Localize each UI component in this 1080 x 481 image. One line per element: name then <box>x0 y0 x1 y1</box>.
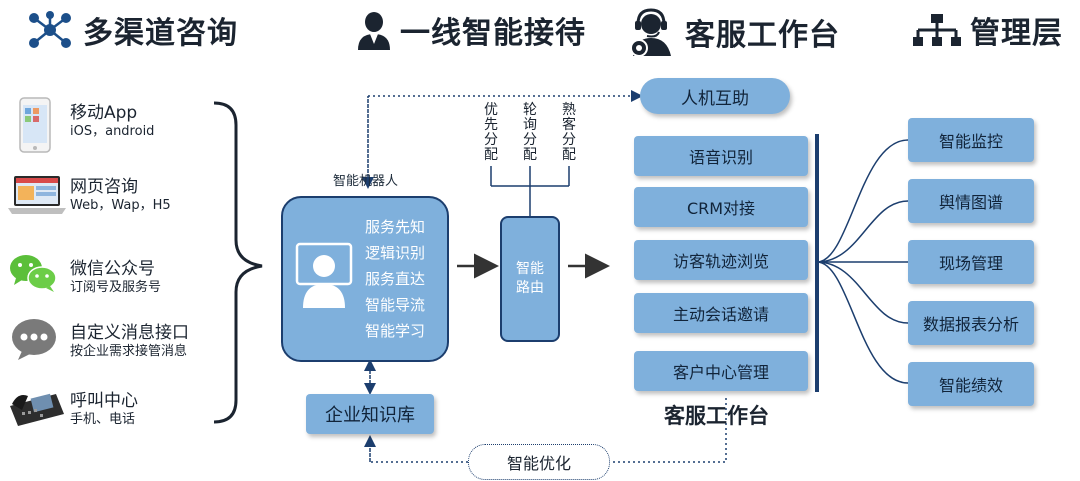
channel-sub: 订阅号及服务号 <box>70 280 162 295</box>
strategy-priority-label: 优先分配 <box>484 102 498 163</box>
router-label-line: 路由 <box>516 280 544 296</box>
smart-router-box: 智能 路由 <box>500 216 560 342</box>
robot-capability: 服务先知 <box>365 218 426 236</box>
strategy-bracket <box>490 166 570 216</box>
human-machine-pill: 人机互助 <box>640 78 790 114</box>
smartphone-icon <box>8 96 60 154</box>
header-management: 管理层 <box>912 8 1063 52</box>
workbench-item-crm: CRM对接 <box>634 187 808 227</box>
robot-capability: 服务直达 <box>365 270 426 288</box>
channel-wechat: 微信公众号 订阅号及服务号 <box>8 252 208 312</box>
workbench-caption: 客服工作台 <box>664 404 769 428</box>
robot-capability: 智能学习 <box>365 322 426 340</box>
org-chart-icon <box>912 10 962 50</box>
channel-name: 微信公众号 <box>70 259 155 279</box>
channel-custom-message: 自定义消息接口 按企业需求接管消息 <box>8 316 208 376</box>
channel-web: 网页咨询 Web，Wap，H5 <box>8 170 208 230</box>
management-item-monitor: 智能监控 <box>908 118 1034 162</box>
channel-sub: 手机、电话 <box>70 412 136 427</box>
robot-capability: 智能导流 <box>365 296 426 314</box>
robot-label: 智能机器人 <box>333 174 399 189</box>
management-item-sentiment: 舆情图谱 <box>908 179 1034 223</box>
strategy-round-robin-label: 轮询分配 <box>523 102 537 163</box>
channel-name: 网页咨询 <box>70 177 138 197</box>
router-label-line: 智能 <box>516 261 544 277</box>
management-item-performance: 智能绩效 <box>908 362 1034 406</box>
channel-sub: iOS，android <box>70 124 155 139</box>
channel-name: 呼叫中心 <box>70 391 138 411</box>
workbench-item-invite: 主动会话邀请 <box>634 293 808 333</box>
optimization-pill: 智能优化 <box>468 444 610 480</box>
wechat-icon <box>8 252 60 310</box>
optimization-loop-line <box>369 438 468 463</box>
header-frontline: 一线智能接待 <box>356 8 586 52</box>
smart-robot-box: 服务先知 逻辑识别 服务直达 智能导流 智能学习 <box>281 196 449 362</box>
laptop-icon <box>8 170 66 228</box>
management-item-onsite: 现场管理 <box>908 240 1034 284</box>
robot-to-human-machine-line <box>367 90 643 186</box>
header-title-multi-channel: 多渠道咨询 <box>83 16 238 51</box>
workbench-item-visitor-trace: 访客轨迹浏览 <box>634 240 808 280</box>
channel-mobile-app: 移动App iOS，android <box>8 96 208 156</box>
channel-name: 自定义消息接口 <box>70 323 189 343</box>
robot-avatar-icon <box>295 242 353 316</box>
channel-name: 移动App <box>70 103 138 123</box>
header-title-management: 管理层 <box>970 16 1063 51</box>
channels-brace <box>213 101 263 424</box>
workbench-item-customer-center: 客户中心管理 <box>634 351 808 391</box>
header-multi-channel: 多渠道咨询 <box>25 8 238 52</box>
channel-sub: Web，Wap，H5 <box>70 198 171 213</box>
header-title-frontline: 一线智能接待 <box>400 16 586 51</box>
header-title-workbench: 客服工作台 <box>685 18 840 53</box>
header-workbench: 客服工作台 <box>627 8 840 56</box>
channel-sub: 按企业需求接管消息 <box>70 344 188 359</box>
headset-agent-icon <box>627 8 677 56</box>
knowledge-base-box: 企业知识库 <box>306 394 434 434</box>
chat-bubble-icon <box>8 316 60 374</box>
strategy-returning-customer-label: 熟客分配 <box>562 102 576 163</box>
phone-icon <box>8 384 64 442</box>
management-item-reports: 数据报表分析 <box>908 301 1034 345</box>
robot-capability: 逻辑识别 <box>365 244 426 262</box>
agent-person-icon <box>356 10 392 50</box>
management-fan <box>816 139 909 384</box>
channel-call-center: 呼叫中心 手机、电话 <box>8 384 208 444</box>
network-icon <box>25 10 75 50</box>
workbench-item-voice: 语音识别 <box>634 136 808 176</box>
